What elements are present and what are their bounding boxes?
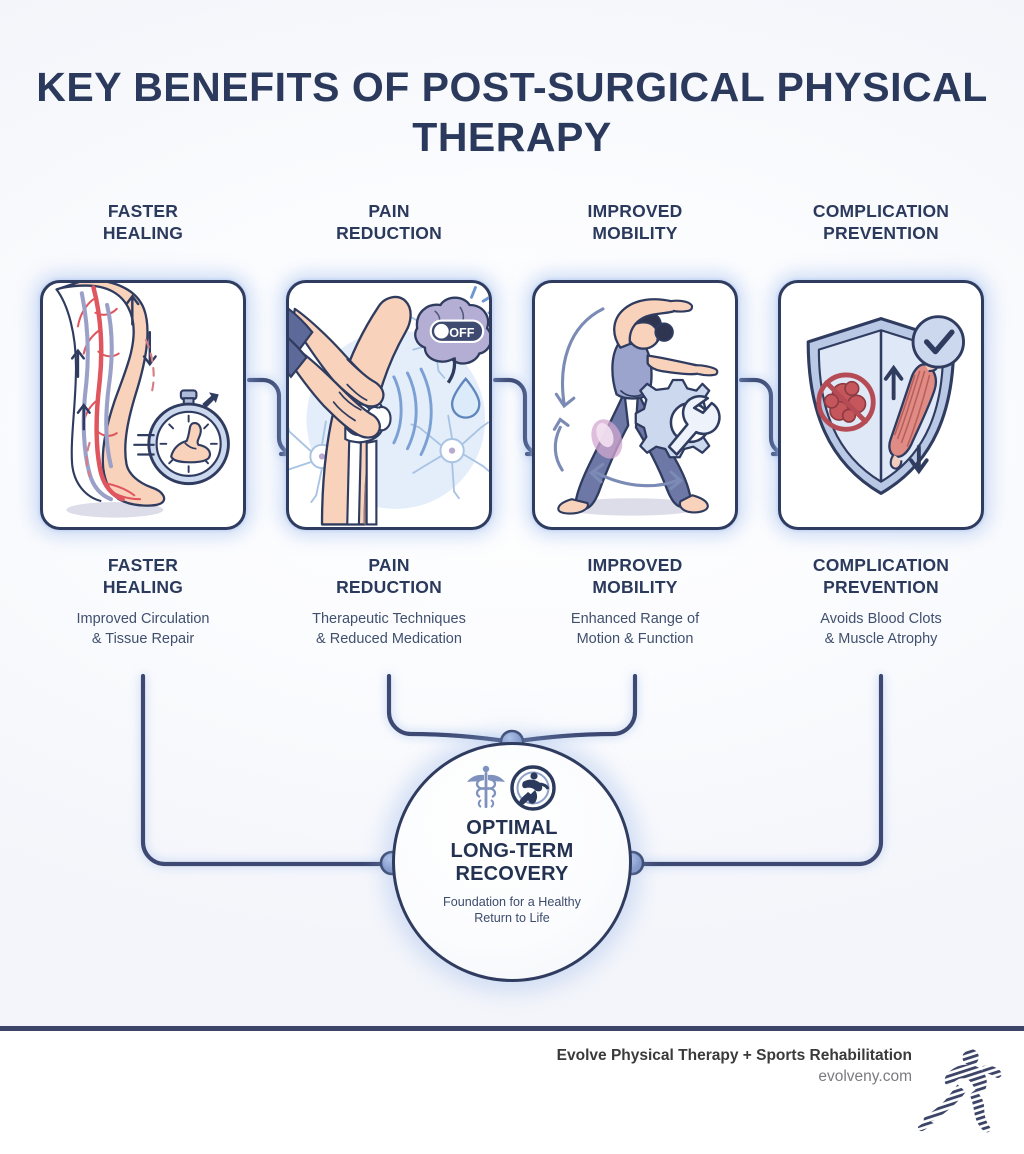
muscle-strength-icon — [883, 359, 938, 475]
droplet-icon — [450, 377, 481, 419]
stopwatch-icon — [133, 389, 230, 486]
page-title: KEY BENEFITS OF POST-SURGICAL PHYSICAL T… — [36, 64, 988, 161]
benefit-card-faster-healing[interactable] — [40, 280, 246, 530]
brain-off-icon: OFF — [414, 286, 489, 384]
neuron-icon — [289, 315, 489, 504]
link-col2-hub — [386, 673, 515, 745]
brain-toggle-label: OFF — [449, 326, 475, 340]
leg-circulation-stopwatch-icon — [55, 283, 230, 518]
link-col3-hub — [509, 673, 638, 745]
benefit-card-improved-mobility[interactable] — [532, 280, 738, 530]
footer-company-name: Evolve Physical Therapy + Sports Rehabil… — [556, 1047, 912, 1064]
knee-massage-brain-off-icon: OFF — [289, 286, 489, 526]
infographic-canvas: KEY BENEFITS OF POST-SURGICAL PHYSICAL T… — [0, 0, 1024, 1026]
yoga-warrior-pose-gear-icon — [552, 298, 721, 516]
hub-logo-group — [467, 763, 557, 813]
benefit-description-1: Therapeutic Techniques& Reduced Medicati… — [312, 610, 466, 648]
gear-wrench-icon — [634, 378, 721, 459]
running-man-striped-logo-icon — [918, 1049, 1002, 1133]
footer-band — [0, 1026, 1024, 1154]
link-col1-hub — [140, 673, 395, 867]
no-blood-clot-icon — [816, 372, 876, 432]
shield-clot-muscle-check-icon — [806, 315, 965, 495]
benefit-card-pain-reduction[interactable]: OFF — [286, 280, 492, 530]
check-badge-icon — [911, 315, 965, 369]
footer-text-block: Evolve Physical Therapy + Sports Rehabil… — [442, 1046, 912, 1086]
caduceus-icon — [467, 765, 505, 808]
benefit-description-0: Improved Circulation& Tissue Repair — [76, 610, 210, 648]
link-col4-hub — [629, 673, 884, 867]
running-person-circle-icon — [510, 765, 556, 811]
benefit-card-complication-prevention[interactable] — [778, 280, 984, 530]
benefit-description-3: Avoids Blood Clots& Muscle Atrophy — [820, 610, 942, 648]
footer-website-url[interactable]: evolveny.com — [818, 1068, 912, 1086]
